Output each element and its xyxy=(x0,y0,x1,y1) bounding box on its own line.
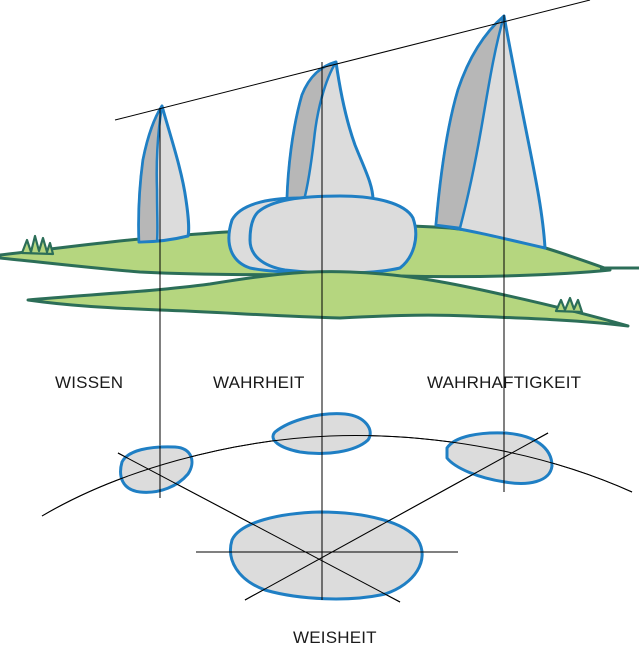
footprint-wissen xyxy=(119,445,194,494)
grass-tuft-left xyxy=(20,234,55,256)
grass-tuft-right xyxy=(554,296,584,314)
tops-alignment-line xyxy=(114,0,591,121)
label-weisheit: WEISHEIT xyxy=(293,628,377,647)
label-wissen: WISSEN xyxy=(55,373,124,392)
overlay-lines xyxy=(41,412,633,603)
label-wahrheit: WAHRHEIT xyxy=(213,373,305,392)
footprint-wahrhaftigkeit xyxy=(445,431,554,485)
label-wahrhaftigkeit: WAHRHAFTIGKEIT xyxy=(427,373,582,392)
lying-stone-front xyxy=(248,194,418,275)
front-grass-band xyxy=(26,270,630,328)
standing-stone-middle-shadow xyxy=(285,60,338,202)
standing-stone-small-shadow xyxy=(137,104,164,244)
